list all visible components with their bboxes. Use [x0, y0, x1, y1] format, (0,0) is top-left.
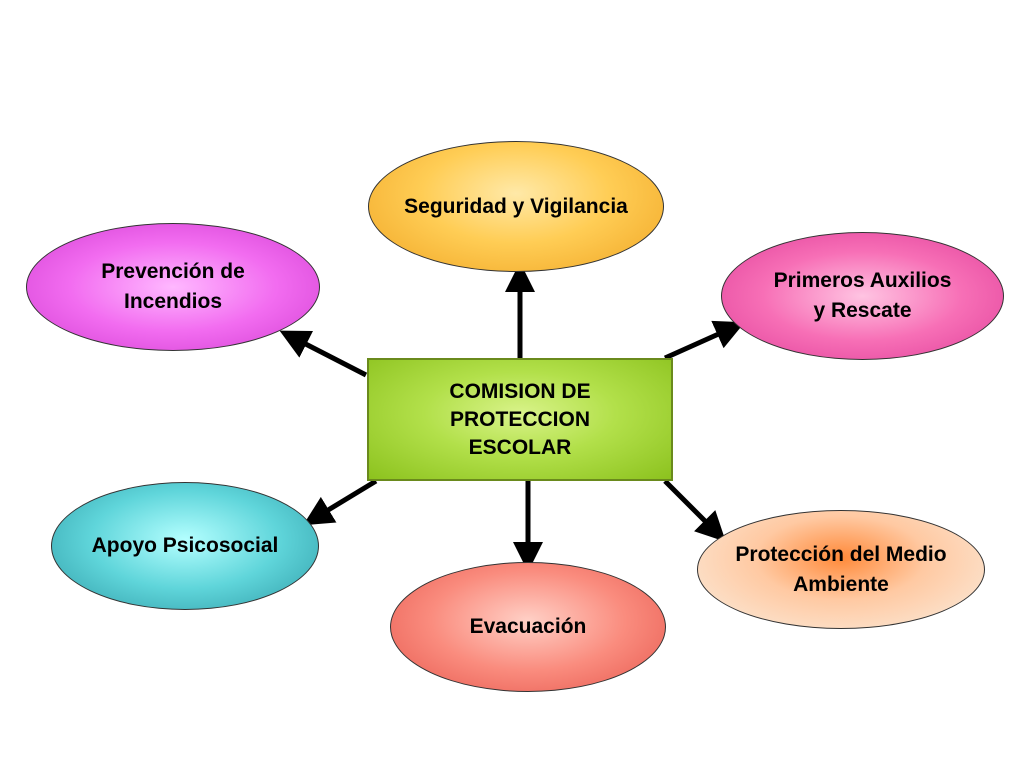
node-label-evacuacion: Evacuación — [469, 615, 587, 638]
node-primeros-auxilios: Primeros Auxilios y Rescate — [721, 232, 1004, 360]
arrow-to-apoyo — [303, 478, 378, 526]
node-label-primeros: Primeros Auxilios y Rescate — [773, 269, 952, 322]
center-label: COMISION DE PROTECCION ESCOLAR — [449, 379, 591, 459]
arrow-to-medio — [663, 479, 726, 542]
node-evacuacion: Evacuación — [390, 562, 666, 692]
arrow-to-prevencion — [279, 330, 368, 378]
node-label-prevencion: Prevención de Incendios — [101, 260, 245, 313]
center-box-comision: COMISION DE PROTECCION ESCOLAR — [367, 358, 673, 481]
node-apoyo-psicosocial: Apoyo Psicosocial — [51, 482, 319, 610]
node-proteccion-medio-ambiente: Protección del Medio Ambiente — [697, 510, 985, 629]
node-label-apoyo: Apoyo Psicosocial — [91, 534, 279, 557]
node-seguridad-vigilancia: Seguridad y Vigilancia — [368, 141, 664, 272]
arrow-to-primeros — [663, 320, 745, 361]
node-label-seguridad: Seguridad y Vigilancia — [404, 194, 628, 218]
node-label-medio: Protección del Medio Ambiente — [735, 542, 947, 596]
node-prevencion-incendios: Prevención de Incendios — [26, 223, 320, 351]
